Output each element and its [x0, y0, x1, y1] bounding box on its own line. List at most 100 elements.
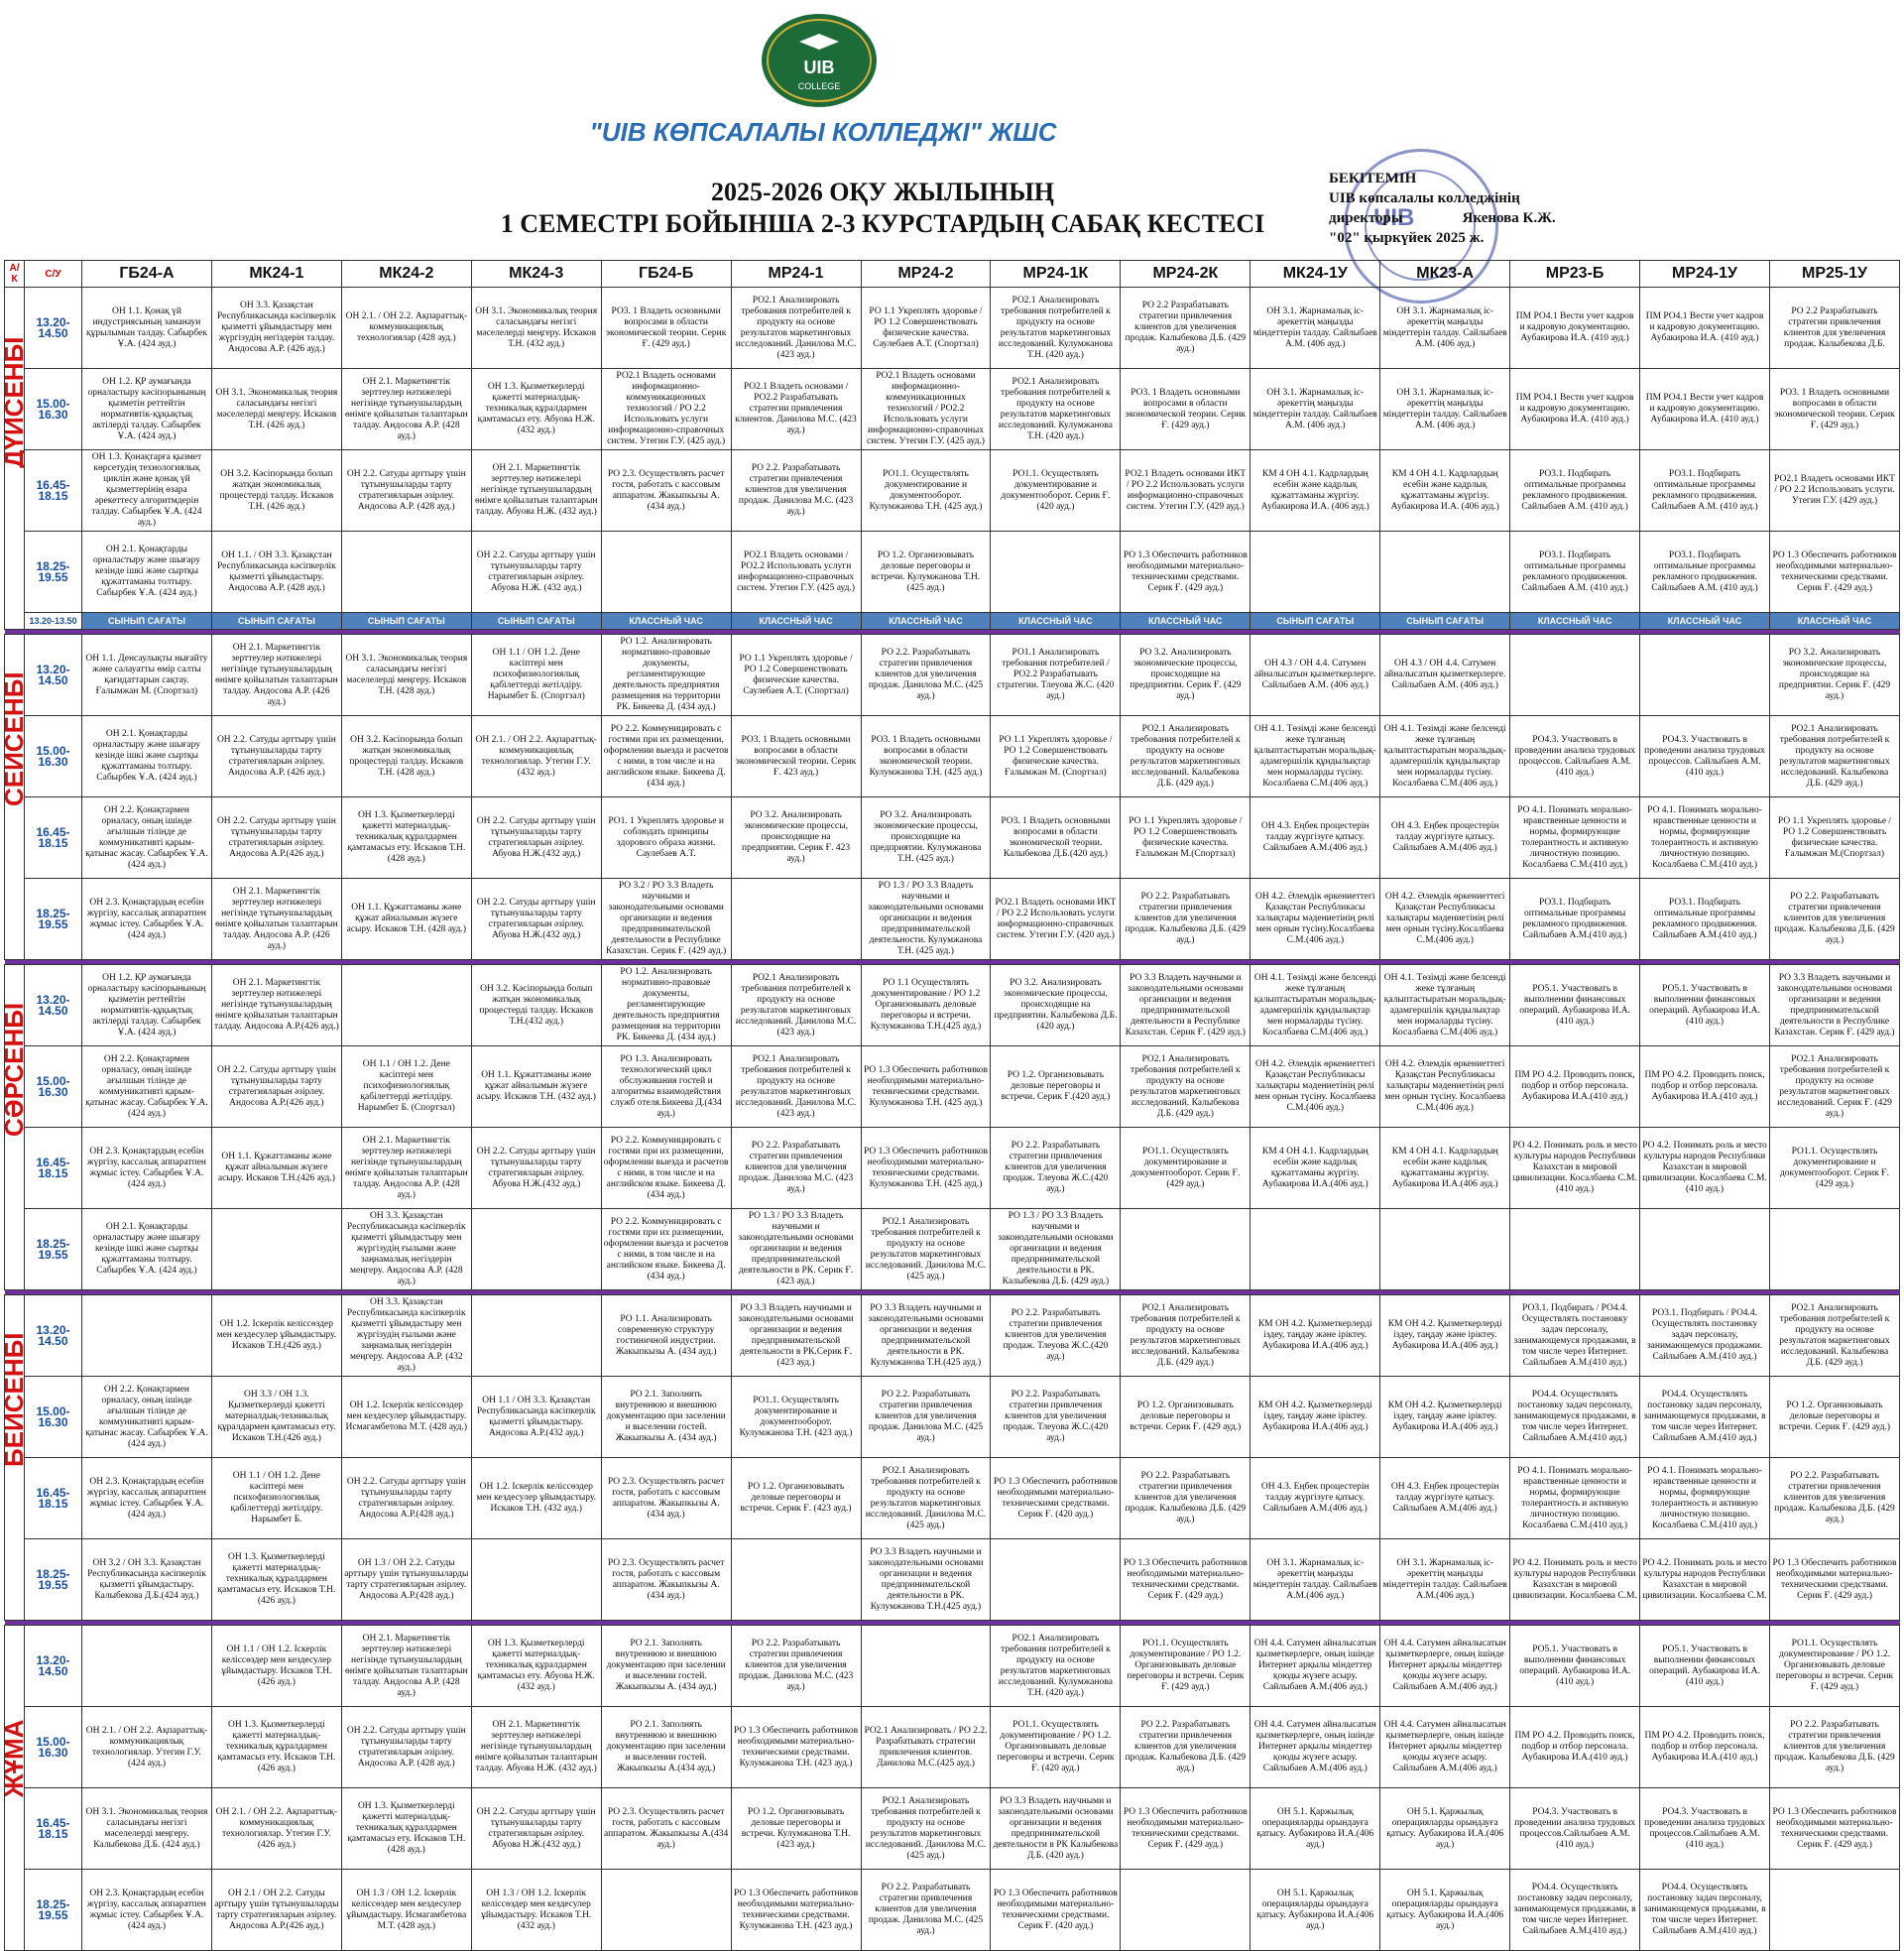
lesson-cell: РО 2.2. Разрабатывать стратегии привлече…	[990, 1294, 1122, 1377]
time-slot: 18.25-19.55	[24, 878, 82, 960]
lesson-cell: РО 2.1. Заполнять внутреннюю и внешнюю д…	[600, 1706, 732, 1788]
lesson-cell: ОН 4.1. Төзімді және белсенді жеке тұлға…	[1250, 964, 1381, 1046]
lesson-cell: ОН 1.2. ҚР аумағында орналастыру кәсіпор…	[81, 964, 212, 1046]
lesson-cell: РО 4.1. Понимать морально-нравственные ц…	[1509, 796, 1641, 879]
logo-subtext: COLLEGE	[798, 81, 841, 91]
lesson-cell: РО3.1. Подбирать оптимальные программы р…	[1509, 449, 1641, 532]
lesson-cell: ОН 1.3. Қызметкерлерді қажетті материалд…	[340, 796, 472, 879]
lesson-cell	[1120, 1208, 1251, 1290]
lesson-cell: ОН 2.1. Маркетингтік зерттеулер нәтижеле…	[340, 368, 472, 450]
class-hour-cell: КЛАССНЫЙ ЧАС	[1120, 612, 1251, 630]
lesson-cell: РО2.1 Владеть основами информационно-ком…	[860, 368, 992, 450]
lesson-cell: КМ 4 ОН 4.1. Кадрлардың есебін және кадр…	[1379, 1127, 1511, 1209]
lesson-cell: РО 1.3 Обеспечить работников необходимым…	[1768, 1538, 1901, 1621]
lesson-cell	[210, 1208, 342, 1290]
lesson-cell: ОН 3.3. Қазақстан Республикасында кәсіпк…	[340, 1294, 472, 1377]
class-hour-cell: СЫНЫП САҒАТЫ	[340, 612, 472, 630]
lesson-cell: РО2.1 Анализировать требования потребите…	[990, 1625, 1122, 1707]
lesson-cell: РО 1.3 Обеспечить работников необходимым…	[860, 1045, 992, 1128]
lesson-cell: РО5.1. Участвовать в выполнении финансов…	[1639, 1625, 1770, 1707]
day-label: ЖҰМА	[4, 1625, 25, 1951]
lesson-cell: РО1. 1 Укреплять здоровье и соблюдать пр…	[600, 796, 732, 879]
logo-text: UIB	[804, 58, 835, 77]
day-label: БЕЙСЕНБІ	[4, 1294, 25, 1621]
lesson-cell: ОН 4.3 / ОН 4.4. Сатумен айналысатын қыз…	[1250, 634, 1381, 716]
lesson-cell: РО 2.2. Коммуницировать с гостями при их…	[600, 1208, 732, 1290]
lesson-cell: ОН 4.4. Сатумен айналысатын қызметкерлер…	[1379, 1706, 1511, 1788]
lesson-cell: РО 3.2. Анализировать экономические проц…	[1768, 634, 1901, 716]
lesson-cell	[990, 1538, 1122, 1621]
lesson-cell: РО 2.3. Осуществлять расчет гостя, работ…	[600, 449, 732, 532]
lesson-cell: РО2.1 Анализировать требования потребите…	[1120, 715, 1251, 797]
lesson-cell: РО3. 1 Владеть основными вопросами в обл…	[600, 287, 732, 369]
day-name: БЕЙСЕНБІ	[4, 1332, 25, 1467]
lesson-cell: РО 2.2. Разрабатывать стратегии привлече…	[1768, 878, 1901, 960]
lesson-cell: ОН 2.1. Маркетингтік зерттеулер нәтижеле…	[210, 634, 342, 716]
lesson-cell: РО 1.3 Обеспечить работников необходимым…	[1120, 531, 1251, 613]
lesson-cell: РО2.1 Анализировать требования потребите…	[730, 964, 862, 1046]
day-separator-bar	[4, 959, 1900, 965]
lesson-cell: РО 2.2. Разрабатывать стратегии привлече…	[1120, 1706, 1251, 1788]
time-slot: 16.45-18.15	[24, 1127, 82, 1209]
lesson-cell: ОН 1.1 / ОН 1.2. Іскерлік келіссөздер ме…	[210, 1625, 342, 1707]
lesson-cell: ОН 5.1. Қаржылық операцияларды орындауға…	[1379, 1787, 1511, 1870]
day-label: ДҮЙСЕНБІ	[4, 287, 25, 630]
lesson-cell: ОН 2.3. Қонақтардың есебін жүргізу, касс…	[81, 1869, 212, 1951]
col-header-group: МР24-2	[860, 260, 992, 288]
class-hour-cell: КЛАССНЫЙ ЧАС	[730, 612, 862, 630]
time-slot: 13.20-14.50	[24, 1294, 82, 1377]
lesson-cell	[600, 1869, 732, 1951]
college-logo: UIB COLLEGE	[760, 12, 879, 109]
lesson-cell: ОН 3.2. Кәсіпорында болып жатқан экономи…	[210, 449, 342, 532]
lesson-cell: ОН 1.3. Қызметкерлерді қажетті материалд…	[470, 368, 602, 450]
lesson-cell: ОН 2.2. Сатуды арттыру үшін тұтынушылард…	[470, 878, 602, 960]
lesson-cell: РО 4.1. Понимать морально-нравственные ц…	[1639, 796, 1770, 879]
lesson-cell: РО 3.2. Анализировать экономические проц…	[730, 796, 862, 879]
lesson-cell	[470, 1538, 602, 1621]
lesson-cell: ПМ РО 4.2. Проводить поиск, подбор и отб…	[1509, 1045, 1641, 1128]
stamp-text: UIB	[1373, 204, 1415, 231]
lesson-cell: ОН 4.2. Әлемдік өркениеттегі Қазақстан Р…	[1250, 1045, 1381, 1128]
lesson-cell: РО 1.2. Организовывать деловые переговор…	[860, 531, 992, 613]
col-header-group: МР24-2К	[1120, 260, 1251, 288]
lesson-cell: РО 2.2. Разрабатывать стратегии привлече…	[860, 634, 992, 716]
day-name: ДҮЙСЕНБІ	[4, 336, 25, 468]
lesson-cell: ПМ РО4.1 Вести учет кадров и кадровую до…	[1639, 368, 1770, 450]
lesson-cell	[1509, 634, 1641, 716]
lesson-cell: ОН 3.3 / ОН 1.3. Қызметкерлерді қажетті …	[210, 1376, 342, 1458]
lesson-cell: РО3. 1 Владеть основными вопросами в обл…	[990, 796, 1122, 879]
lesson-cell: ОН 2.2. Қонақтармен орналасу, оның ішінд…	[81, 796, 212, 879]
lesson-cell: РО 1.1 Осуществлять документирование / Р…	[860, 964, 992, 1046]
lesson-cell	[1509, 1208, 1641, 1290]
lesson-cell: ОН 4.4. Сатумен айналысатын қызметкерлер…	[1379, 1625, 1511, 1707]
lesson-cell: РО4.4. Осуществлять постановку задач пер…	[1639, 1376, 1770, 1458]
lesson-cell: РО2.1 Анализировать требования потребите…	[1768, 1045, 1901, 1128]
lesson-cell: ОН 2.1. Маркетингтік зерттеулер нәтижеле…	[210, 878, 342, 960]
lesson-cell: ОН 4.3. Еңбек процестерін талдау жүргізу…	[1250, 796, 1381, 879]
day-separator-bar	[4, 629, 1900, 635]
lesson-cell: ОН 1.3. Қонақтарға қызмет көрсетудің тех…	[81, 449, 212, 532]
lesson-cell: РО 1.2. Анализировать нормативно-правовы…	[600, 964, 732, 1046]
lesson-cell: ПМ РО 4.2. Проводить поиск, подбор и отб…	[1639, 1706, 1770, 1788]
lesson-cell: РО2.1 Анализировать требования потребите…	[730, 1045, 862, 1128]
lesson-cell: РО 1.3 Обеспечить работников необходимым…	[1768, 531, 1901, 613]
lesson-cell: РО1.1. Осуществлять документирование и д…	[990, 449, 1122, 532]
title-line2: 1 СЕМЕСТРІ БОЙЫНША 2-3 КУРСТАРДЫҢ САБАҚ …	[500, 209, 1265, 238]
lesson-cell: РО 2.1. Заполнять внутреннюю и внешнюю д…	[600, 1625, 732, 1707]
lesson-cell: ОН 2.3. Қонақтардың есебін жүргізу, касс…	[81, 1127, 212, 1209]
lesson-cell: ОН 2.2. Қонақтармен орналасу, оның ішінд…	[81, 1376, 212, 1458]
day-name: ЖҰМА	[4, 1719, 25, 1797]
lesson-cell: РО 1.3 Обеспечить работников необходимым…	[730, 1869, 862, 1951]
lesson-cell: РО 1.3 Обеспечить работников необходимым…	[730, 1706, 862, 1788]
day-separator	[4, 629, 1900, 635]
time-slot: 18.25-19.55	[24, 1208, 82, 1290]
lesson-cell: ОН 1.3. Қызметкерлерді қажетті материалд…	[210, 1538, 342, 1621]
lesson-cell: РО1.1 Анализировать требования потребите…	[990, 634, 1122, 716]
lesson-cell: ОН 3.2. Кәсіпорында болып жатқан экономи…	[340, 715, 472, 797]
